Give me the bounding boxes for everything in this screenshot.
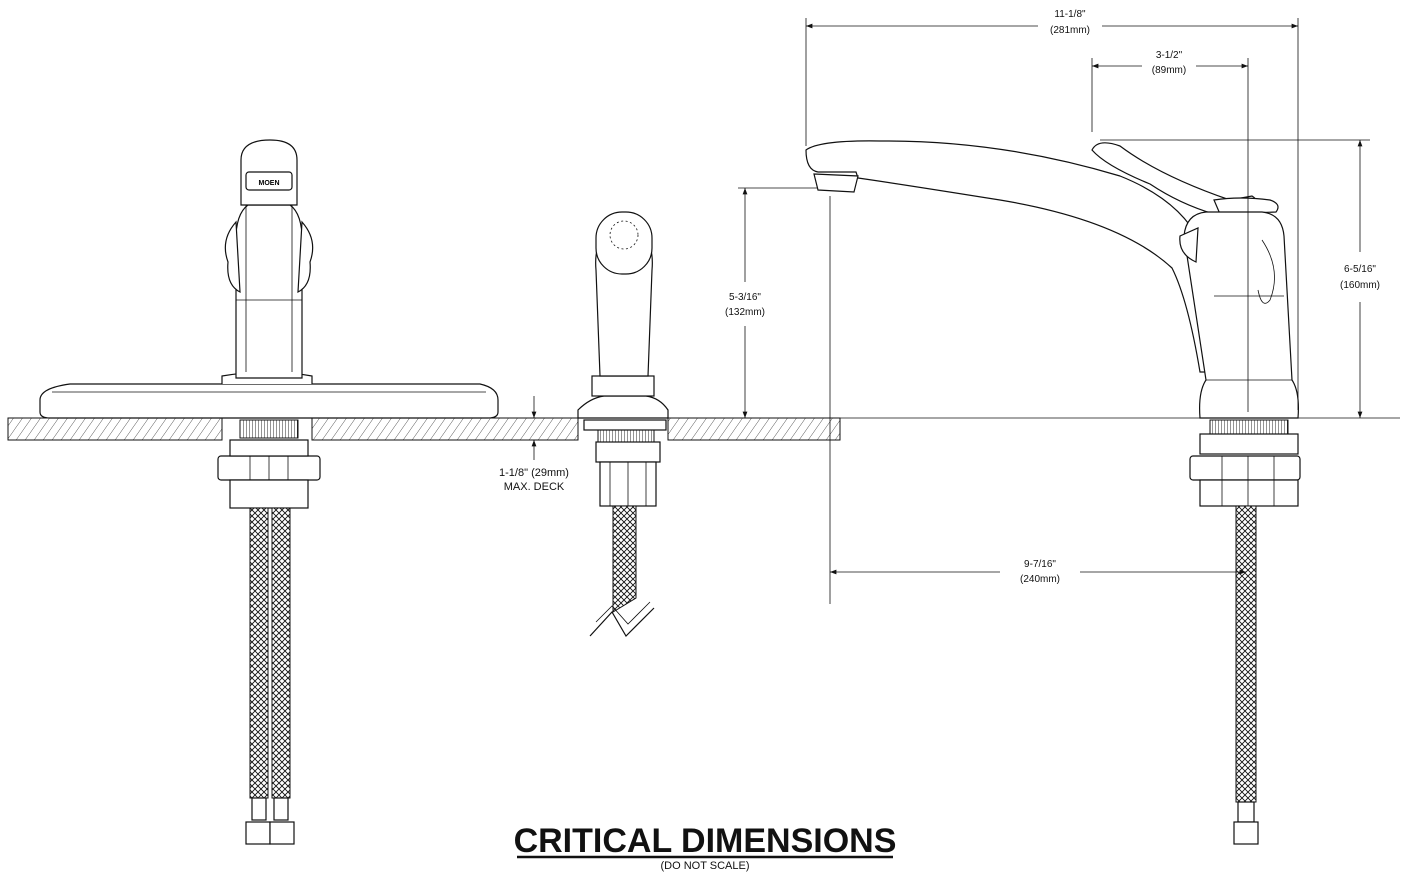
spout-clearance-metric: (132mm) [725, 307, 765, 318]
handle-offset-imperial: 3-1/2" [1156, 50, 1183, 61]
spout-reach-imperial: 9-7/16" [1024, 559, 1056, 570]
side-spray [577, 211, 669, 637]
faucet-side-view [805, 140, 1301, 845]
countertop-deck [7, 417, 1400, 441]
overall-height-metric: (160mm) [1340, 280, 1380, 291]
overall-reach-imperial: 11-1/8" [1054, 9, 1086, 20]
faucet-front-view: MOEN [39, 139, 499, 845]
drawing-title-block: CRITICAL DIMENSIONS (DO NOT SCALE) [514, 822, 897, 872]
max-deck-line2: MAX. DECK [504, 481, 565, 493]
spout-clearance-imperial: 5-3/16" [729, 292, 761, 303]
max-deck-line1: 1-1/8" (29mm) [499, 467, 569, 479]
dimension-labels: 11-1/8" (281mm) 3-1/2" (89mm) 6-5/16" (1… [499, 9, 1380, 585]
overall-height-imperial: 6-5/16" [1344, 264, 1376, 275]
dimension-lines [531, 18, 1370, 604]
spout-reach-metric: (240mm) [1020, 574, 1060, 585]
drawing-subtitle: (DO NOT SCALE) [660, 860, 749, 872]
handle-offset-metric: (89mm) [1152, 65, 1186, 76]
drawing-title: CRITICAL DIMENSIONS [514, 822, 897, 860]
overall-reach-metric: (281mm) [1050, 25, 1090, 36]
brand-logo-text: MOEN [259, 180, 280, 187]
